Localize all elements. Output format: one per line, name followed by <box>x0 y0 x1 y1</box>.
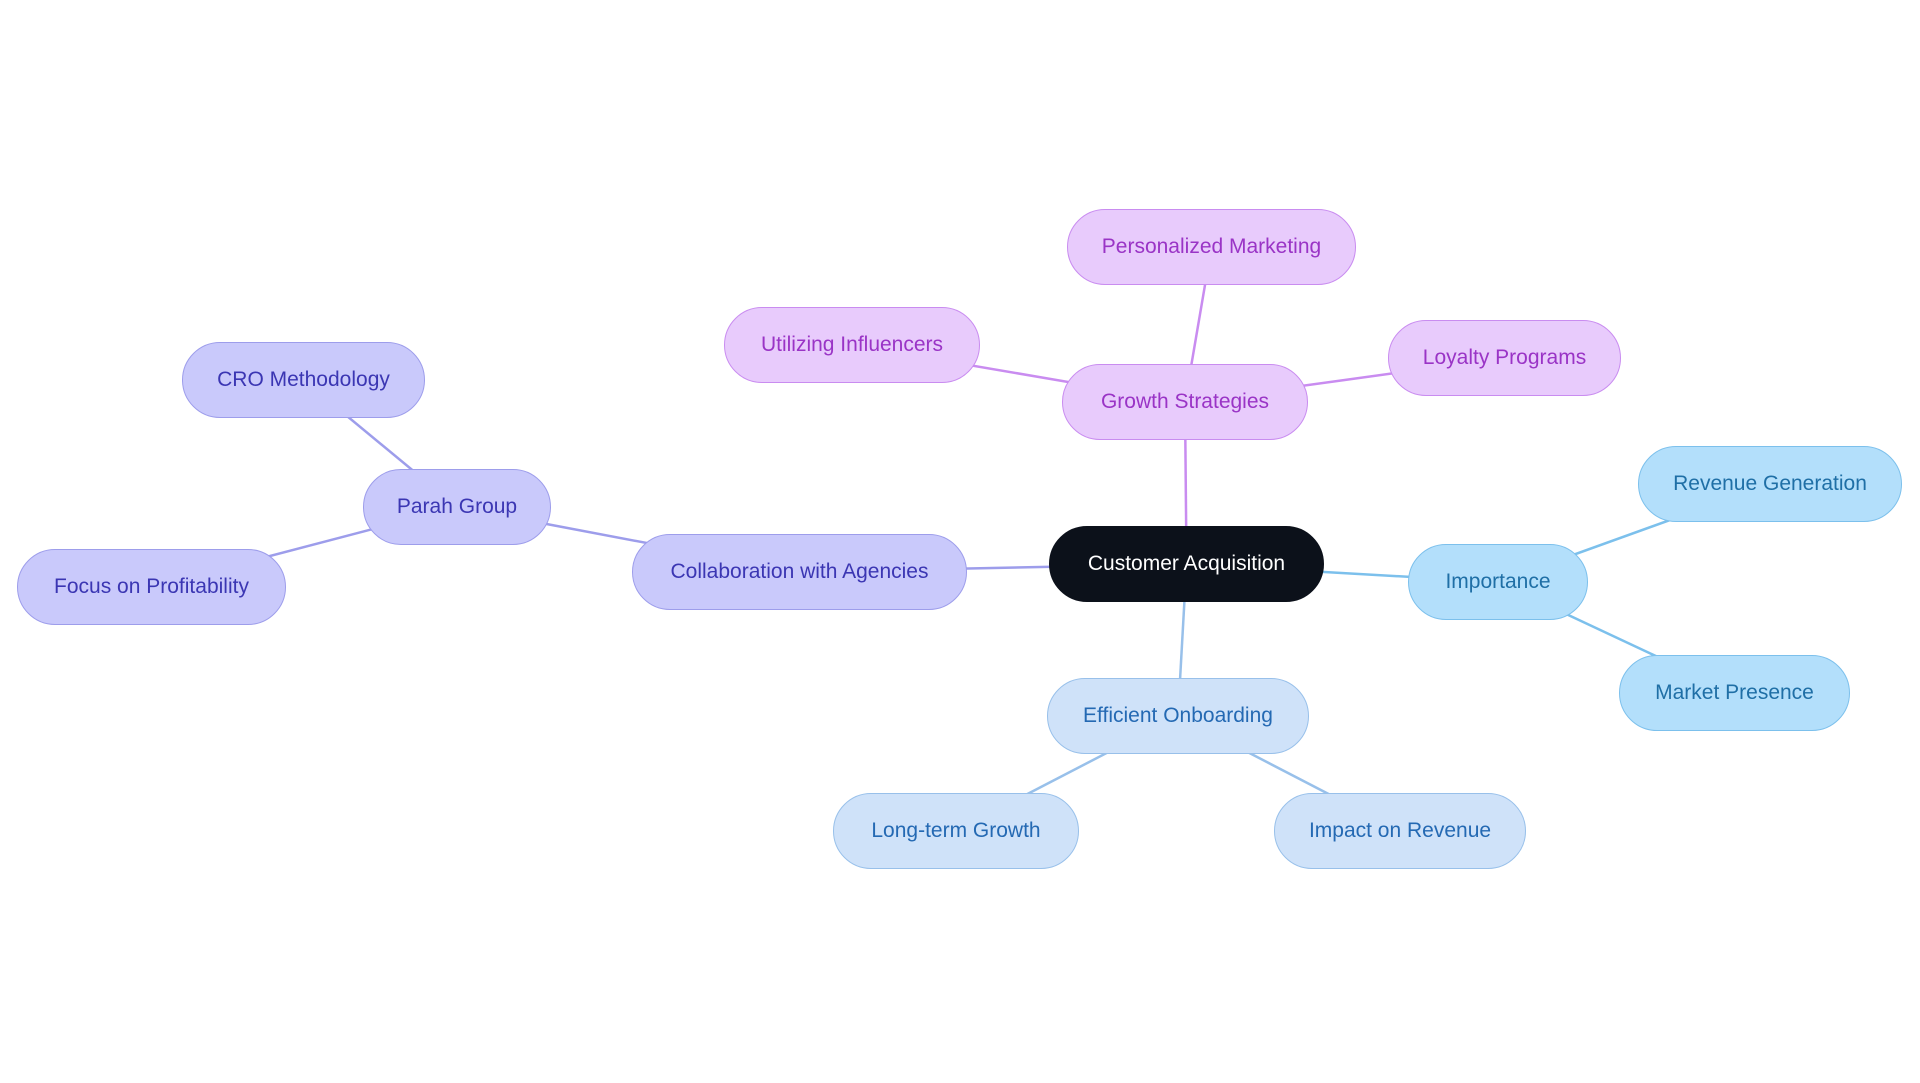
node-importance-market[interactable]: Market Presence <box>1619 655 1850 731</box>
node-growth-loyalty[interactable]: Loyalty Programs <box>1388 320 1621 396</box>
node-growth[interactable]: Growth Strategies <box>1062 364 1308 440</box>
node-growth-influencers[interactable]: Utilizing Influencers <box>724 307 980 383</box>
node-onboarding[interactable]: Efficient Onboarding <box>1047 678 1309 754</box>
node-parah[interactable]: Parah Group <box>363 469 551 545</box>
node-agencies[interactable]: Collaboration with Agencies <box>632 534 967 610</box>
node-parah-profit[interactable]: Focus on Profitability <box>17 549 286 625</box>
node-growth-personalized[interactable]: Personalized Marketing <box>1067 209 1356 285</box>
node-parah-cro[interactable]: CRO Methodology <box>182 342 425 418</box>
node-onboarding-revenue[interactable]: Impact on Revenue <box>1274 793 1526 869</box>
node-root[interactable]: Customer Acquisition <box>1049 526 1324 602</box>
node-importance-revenue[interactable]: Revenue Generation <box>1638 446 1902 522</box>
node-importance[interactable]: Importance <box>1408 544 1588 620</box>
node-onboarding-growth[interactable]: Long-term Growth <box>833 793 1079 869</box>
